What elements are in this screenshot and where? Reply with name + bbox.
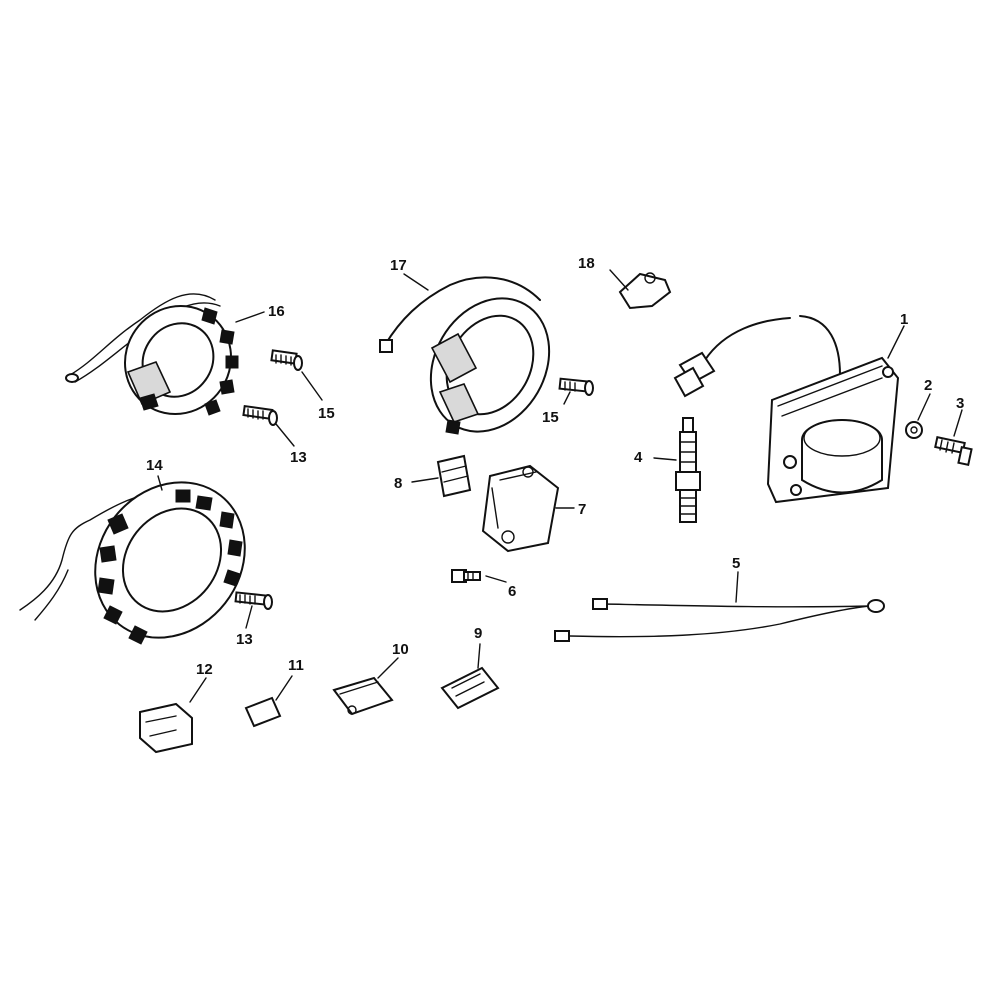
- part-5-wire-harness: [554, 598, 885, 642]
- callout-9: 9: [474, 625, 482, 642]
- callout-10: 10: [392, 641, 409, 658]
- part-16-stator: [65, 293, 239, 416]
- part-13-screw-lower: [234, 591, 273, 610]
- callout-13a: 13: [290, 449, 307, 466]
- part-3-bolt: [934, 436, 973, 467]
- callout-18: 18: [578, 255, 595, 272]
- callout-15a: 15: [318, 405, 335, 422]
- callout-15b: 15: [542, 409, 559, 426]
- part-18-bracket: [618, 272, 672, 310]
- part-11-terminal: [244, 696, 282, 728]
- callout-2: 2: [924, 377, 932, 394]
- callout-1: 1: [900, 311, 908, 328]
- callout-17: 17: [390, 257, 407, 274]
- callout-5: 5: [732, 555, 740, 572]
- callout-4: 4: [634, 449, 643, 466]
- part-7-switch-box: [481, 464, 560, 553]
- part-10-connector: [332, 676, 394, 716]
- callout-12: 12: [196, 661, 213, 678]
- callout-3: 3: [956, 395, 964, 412]
- part-15-screw-right: [558, 377, 594, 396]
- part-4-spark-plug: [675, 417, 701, 523]
- callout-11: 11: [288, 657, 304, 674]
- callout-16: 16: [268, 303, 285, 320]
- callout-13b: 13: [236, 631, 253, 648]
- part-14-stator: [19, 481, 246, 645]
- part-12-connector: [139, 702, 193, 754]
- part-6-screw: [451, 569, 481, 583]
- part-13-screw-upper: [242, 404, 278, 426]
- part-8-terminal: [436, 454, 472, 498]
- part-2-washer: [905, 421, 923, 439]
- part-1-ignition-coil: [673, 315, 900, 504]
- part-9-connector: [440, 666, 500, 710]
- callout-14: 14: [146, 457, 163, 474]
- callout-8: 8: [394, 475, 402, 492]
- leader-lines: [157, 269, 963, 703]
- callout-6: 6: [508, 583, 516, 600]
- callout-labels: 1 2 3 4 5 6 7 8 9 10 11 12 13 13 14 15 1…: [146, 255, 964, 678]
- callout-7: 7: [578, 501, 586, 518]
- part-17-stator-plate: [379, 276, 551, 435]
- part-15-screw-left: [270, 349, 303, 371]
